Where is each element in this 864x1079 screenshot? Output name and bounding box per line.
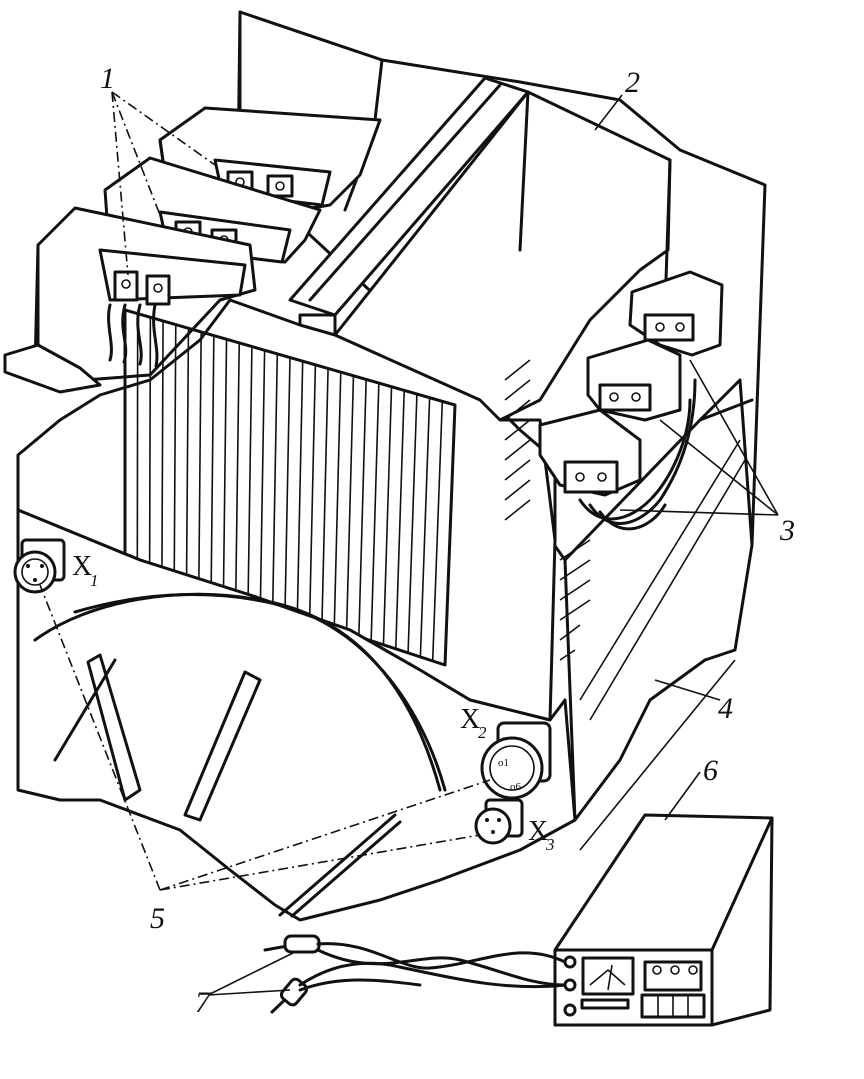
fin-line	[210, 335, 215, 589]
connector-x2[interactable]: o1 o6 X 2	[460, 704, 552, 800]
fin-line	[173, 324, 177, 577]
terminal-clamps	[538, 270, 724, 531]
connector-x1-index: 1	[90, 571, 99, 590]
connector-x2-letter: X	[460, 704, 480, 735]
svg-text:o6: o6	[510, 781, 522, 793]
fin-line	[247, 346, 253, 601]
fin-line	[234, 342, 241, 597]
fin-line	[419, 397, 431, 657]
callout-7: 7	[195, 986, 212, 1019]
fin-line	[308, 364, 317, 621]
fin-line	[222, 339, 228, 593]
callout-2: 2	[625, 66, 640, 99]
connector-x1-letter: X	[72, 551, 92, 582]
fin-line	[148, 317, 152, 569]
connector-x2-index: 2	[478, 723, 487, 742]
main-body	[16, 298, 557, 722]
connector-x3-letter: X	[528, 816, 548, 847]
connector-x1[interactable]: X 1	[13, 538, 99, 594]
fin-line	[161, 320, 164, 573]
heatsink-fins	[123, 308, 457, 667]
fin-line	[333, 372, 342, 629]
fin-line	[345, 375, 355, 633]
lower-front-panel	[16, 508, 577, 922]
fin-line	[394, 390, 406, 649]
fin-line	[358, 379, 367, 637]
terminal-modules	[3, 106, 382, 394]
fin-line	[382, 386, 393, 645]
connector-x3[interactable]: X 3	[474, 798, 555, 854]
fin-line	[259, 350, 266, 605]
callout-5: 5	[150, 902, 165, 935]
fin-line	[321, 368, 329, 625]
fin-line	[271, 353, 279, 609]
svg-text:o1: o1	[498, 757, 509, 769]
fin-line	[370, 383, 380, 641]
fin-line	[431, 401, 444, 661]
callout-6: 6	[703, 754, 718, 787]
cabinet-side-box	[563, 378, 754, 851]
fin-line	[198, 331, 202, 585]
fin-line	[407, 394, 418, 653]
callout-3: 3	[779, 514, 795, 547]
callout-4: 4	[718, 692, 733, 725]
connector-x3-index: 3	[545, 835, 555, 854]
measuring-instrument	[553, 813, 774, 1027]
fin-line	[284, 357, 291, 613]
fin-line	[185, 328, 190, 581]
fin-line	[296, 361, 304, 617]
leader-lines	[39, 91, 779, 996]
test-leads	[263, 934, 567, 1014]
callout-1: 1	[100, 62, 115, 95]
